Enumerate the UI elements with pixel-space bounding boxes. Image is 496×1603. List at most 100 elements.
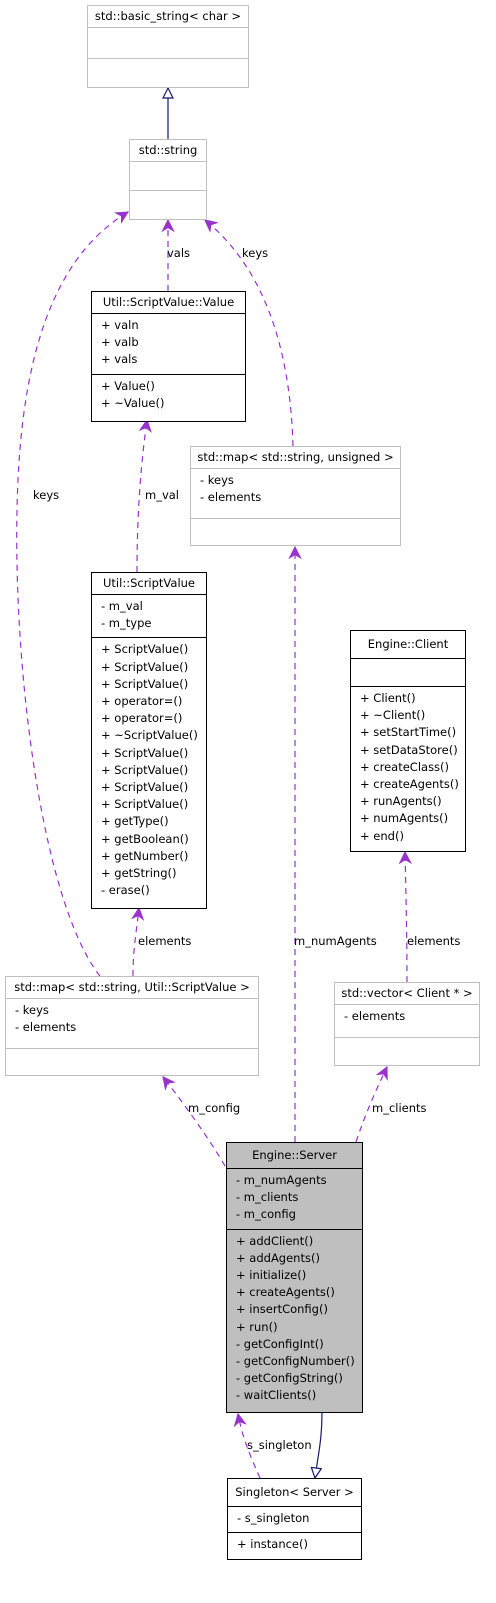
method: + getString() [101,866,177,881]
method: + runAgents() [360,794,442,809]
methods-section [191,518,400,545]
attribute: + valb [101,335,139,350]
attribute: + vals [101,352,138,367]
method: + addAgents() [236,1250,320,1265]
methods-section: + addClient() + addAgents() + initialize… [227,1228,362,1410]
edge-label-keys-right: keys [242,246,269,260]
method: + run() [236,1319,278,1334]
attribute: + valn [101,318,139,332]
edge-m-config [163,1077,226,1167]
attribute: - m_config [236,1207,296,1222]
class-name: std::string [138,143,198,157]
method: - erase() [101,883,150,898]
method: + createAgents() [360,777,459,792]
class-std-string[interactable]: std::string [129,139,207,220]
class-scriptvalue[interactable]: Util::ScriptValue - m_val - m_type + Scr… [91,572,207,909]
attributes-section [130,161,206,190]
attributes-section [351,658,465,686]
edge-label-keys-left: keys [33,488,60,502]
method: + initialize() [236,1268,307,1283]
class-name: std::vector< Client * > [341,986,473,1000]
edge-keys-left [16,212,128,977]
class-name: Util::ScriptValue::Value [102,295,235,309]
attribute: - elements [15,1020,77,1035]
edge-m-val [136,420,147,573]
method: + setDataStore() [360,742,458,757]
attribute: - keys [15,1003,49,1017]
class-name: std::map< std::string, unsigned > [197,450,394,464]
attribute: - elements [200,490,262,505]
method: + insertConfig() [236,1302,328,1317]
attributes-section: - m_val - m_type [92,594,206,637]
edge-label-m-config: m_config [188,1101,241,1115]
class-basic-string[interactable]: std::basic_string< char > [87,5,249,88]
methods-section: + instance() [228,1532,361,1558]
method: + numAgents() [360,811,449,826]
attributes-section [88,27,248,58]
edge-s-singleton [238,1414,261,1479]
class-name: Engine::Client [367,637,449,651]
method: + ~Value() [101,395,165,410]
class-map-string-scriptvalue[interactable]: std::map< std::string, Util::ScriptValue… [5,976,259,1076]
edge-elements-client [405,852,407,983]
edge-label-s-singleton: s_singleton [247,1438,312,1452]
method: - getConfigInt() [236,1336,324,1351]
method: - getConfigNumber() [236,1354,355,1369]
methods-section: + Value() + ~Value() [92,373,245,417]
method: + addClient() [236,1233,314,1248]
class-name: std::basic_string< char > [94,9,242,23]
inherit-server-singleton [315,1412,323,1478]
class-name: Singleton< Server > [235,1485,354,1499]
method: + Value() [101,378,155,393]
methods-section: + ScriptValue() + ScriptValue() + Script… [92,637,206,904]
method: + ScriptValue() [101,797,189,812]
attributes-section: - s_singleton [228,1506,361,1532]
attributes-section: - elements [335,1004,479,1037]
class-engine-server[interactable]: Engine::Server - m_numAgents - m_clients… [226,1142,363,1413]
edge-label-m-numagents: m_numAgents [294,934,377,948]
method: + ScriptValue() [101,762,189,777]
method: + ScriptValue() [101,659,189,674]
edge-label-m-val: m_val [145,488,180,502]
method: + ScriptValue() [101,676,189,691]
method: + Client() [360,691,416,705]
attribute: - m_clients [236,1190,299,1205]
methods-section [130,190,206,220]
methods-section [335,1037,479,1065]
methods-section [6,1048,258,1075]
method: + getBoolean() [101,831,189,846]
method: + ~Client() [360,708,426,723]
method: + ~ScriptValue() [101,728,198,743]
class-map-string-unsigned[interactable]: std::map< std::string, unsigned > - keys… [190,446,401,546]
attribute: - keys [200,473,234,487]
class-vector-client[interactable]: std::vector< Client * > - elements [334,982,480,1066]
method: + createAgents() [236,1285,335,1300]
attributes-section: + valn + valb + vals [92,313,245,374]
method: + ScriptValue() [101,780,189,795]
method: + createClass() [360,759,450,774]
attribute: - m_numAgents [236,1173,327,1187]
class-name: std::map< std::string, Util::ScriptValue… [14,980,250,994]
method: + getNumber() [101,848,189,863]
method: + operator=() [101,711,183,726]
class-singleton-server[interactable]: Singleton< Server > - s_singleton + inst… [227,1478,362,1560]
method: - waitClients() [236,1388,317,1403]
method: + operator=() [101,694,183,709]
methods-section [88,58,248,88]
method: + setStartTime() [360,725,457,740]
method: + instance() [237,1537,308,1552]
class-scriptvalue-value[interactable]: Util::ScriptValue::Value + valn + valb +… [91,291,246,422]
method: + end() [360,828,404,843]
attribute: - elements [344,1009,406,1023]
class-engine-client[interactable]: Engine::Client + Client() + ~Client() + … [350,630,466,852]
edge-elements-sv [133,908,139,977]
edge-label-m-clients: m_clients [372,1101,427,1115]
class-name: Engine::Server [252,1148,337,1162]
edge-keys-right [205,220,294,447]
attribute: - m_val [101,599,143,613]
method: + ScriptValue() [101,745,189,760]
attributes-section: - m_numAgents - m_clients - m_config [227,1168,362,1229]
edge-label-elements-sv: elements [138,934,192,948]
method: + getType() [101,814,169,829]
